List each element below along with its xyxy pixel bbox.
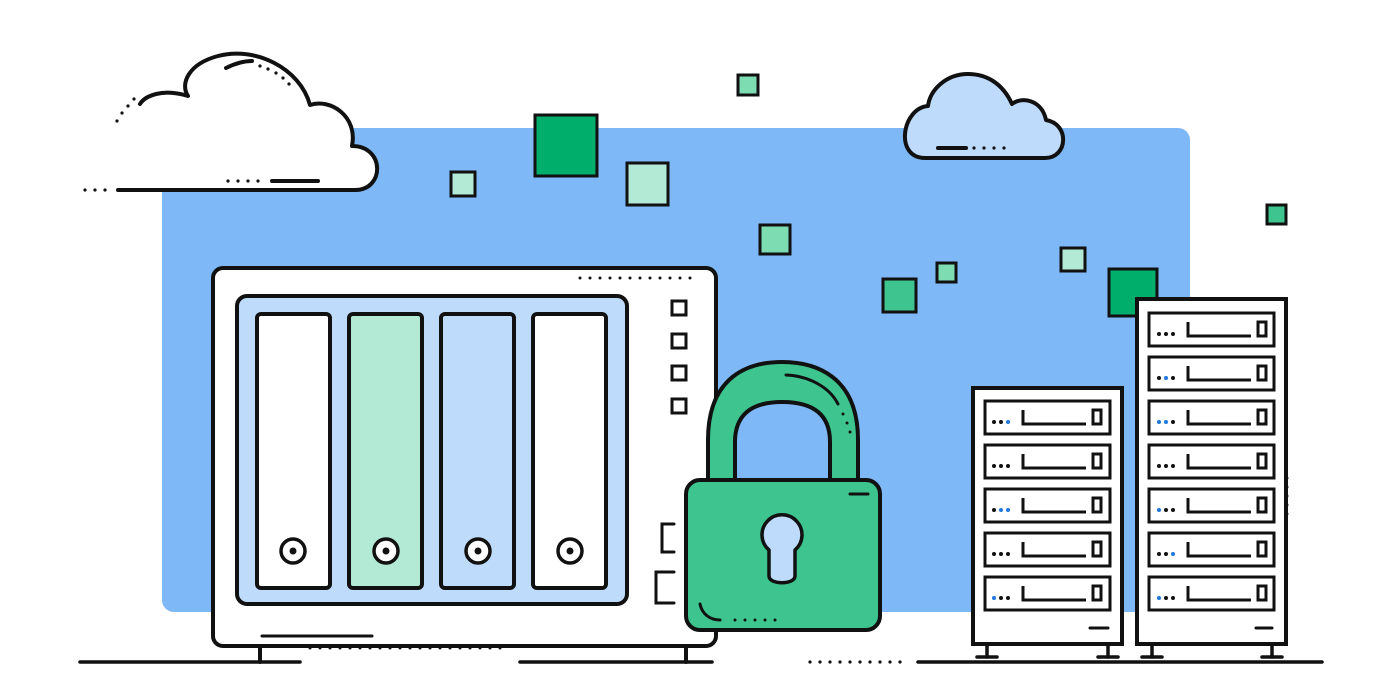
server-unit — [1147, 311, 1276, 348]
server-unit — [1147, 355, 1276, 392]
data-block-icon — [449, 170, 477, 198]
nas-device — [211, 266, 718, 664]
server-unit — [983, 531, 1112, 568]
drive-bay — [531, 312, 608, 590]
cloud-right-icon — [902, 72, 1066, 160]
drive-bay — [255, 312, 332, 590]
data-block-icon — [758, 223, 792, 256]
data-block-icon — [881, 277, 918, 314]
nas-status-lights — [670, 299, 688, 415]
server-unit — [983, 575, 1112, 612]
cloud-left-icon — [116, 51, 380, 192]
nas-dots — [308, 276, 692, 650]
data-blocks — [449, 73, 1288, 318]
server-unit — [983, 487, 1112, 524]
server-rack-right — [1135, 297, 1289, 659]
server-unit — [1147, 399, 1276, 436]
padlock-icon — [684, 360, 882, 632]
cloud-right-dots — [972, 146, 1006, 150]
cloud-left-dots — [83, 64, 291, 192]
server-unit — [1147, 443, 1276, 480]
server-unit — [983, 399, 1112, 436]
data-block-icon — [1107, 267, 1159, 318]
keyhole-icon — [760, 513, 804, 585]
nas-port-icon — [654, 522, 676, 605]
padlock-dots — [733, 412, 852, 622]
server-rack-left — [971, 386, 1124, 659]
drive-bay — [347, 312, 424, 590]
data-block-icon — [935, 261, 958, 284]
data-block-icon — [1059, 246, 1087, 273]
data-block-icon — [625, 161, 670, 207]
server-unit — [1147, 531, 1276, 568]
server-unit — [983, 443, 1112, 480]
data-block-icon — [533, 113, 599, 178]
data-block-icon — [736, 73, 760, 97]
ground-dots — [808, 660, 902, 664]
server-unit — [1147, 575, 1276, 612]
data-block-icon — [1265, 203, 1288, 226]
nas-bay-frame — [235, 294, 629, 606]
server-unit — [1147, 487, 1276, 524]
drive-bay — [439, 312, 516, 590]
